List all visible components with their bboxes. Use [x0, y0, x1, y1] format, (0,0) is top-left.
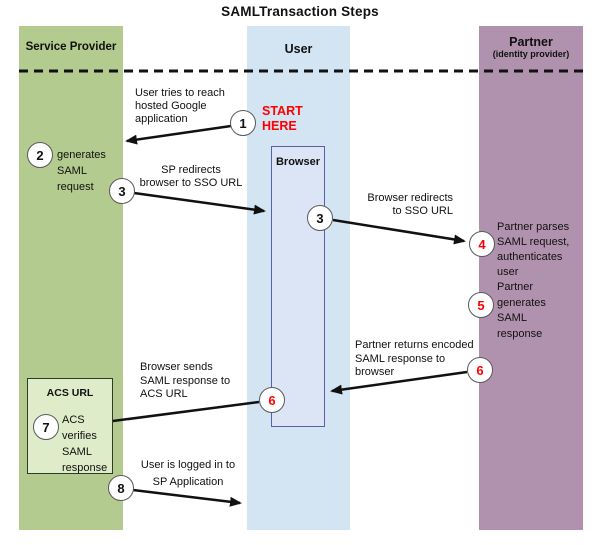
- arrow-step1-to-service-provider: [125, 124, 232, 145]
- annotation-browser-redirects: Browser redirects to SSO URL: [367, 192, 453, 217]
- arrow-step6-partner-to-browser: [330, 370, 468, 395]
- diagram-title: SAMLTransaction Steps: [221, 4, 379, 19]
- annotation-partner-generates: Partner generates SAML response: [497, 281, 546, 340]
- step-circle-7: 7: [33, 414, 59, 440]
- arrow-step3-sp-to-browser: [133, 191, 266, 215]
- step-circle-6-partner: 6: [467, 357, 493, 383]
- arrow-step8-to-user: [132, 488, 242, 507]
- lane-service-provider-label: Service Provider: [25, 41, 117, 53]
- step-circle-1: 1: [230, 110, 256, 136]
- acs-url-box-label: ACS URL: [46, 387, 94, 399]
- annotation-partner-parses: Partner parses SAML request, authenticat…: [497, 221, 570, 278]
- acs-url-box: ACS URL: [27, 378, 113, 474]
- annotation-user-logged-in: User is logged in to SP Application: [140, 459, 236, 488]
- lane-user-label: User: [284, 42, 313, 56]
- step-circle-5: 5: [468, 292, 494, 318]
- lane-partner: Partner (identity provider): [479, 26, 583, 530]
- browser-box: Browser: [271, 146, 325, 427]
- step-circle-8: 8: [108, 475, 134, 501]
- annotation-sp-redirects: SP redirects browser to SSO URL: [139, 164, 243, 189]
- lane-partner-sublabel: (identity provider): [492, 49, 570, 59]
- step-circle-3-sp: 3: [109, 178, 135, 204]
- lane-partner-label: Partner: [509, 35, 553, 49]
- annotation-browser-sends: Browser sends SAML response to ACS URL: [140, 361, 231, 400]
- step-circle-6-browser: 6: [259, 387, 285, 413]
- step-circle-2: 2: [27, 142, 53, 168]
- annotation-partner-returns: Partner returns encoded SAML response to…: [355, 339, 474, 378]
- annotation-generates-saml: generates SAML request: [57, 149, 106, 193]
- annotation-user-tries: User tries to reach hosted Google applic…: [135, 87, 225, 125]
- step-circle-4: 4: [469, 231, 495, 257]
- annotation-acs-verifies: ACS verifies SAML response: [62, 414, 108, 474]
- start-here-label: START HERE: [262, 104, 303, 133]
- step-circle-3-browser: 3: [307, 205, 333, 231]
- line-step6-browser-to-acs: [112, 400, 260, 423]
- arrow-step3-browser-to-partner: [332, 218, 466, 245]
- browser-box-label: Browser: [275, 156, 321, 168]
